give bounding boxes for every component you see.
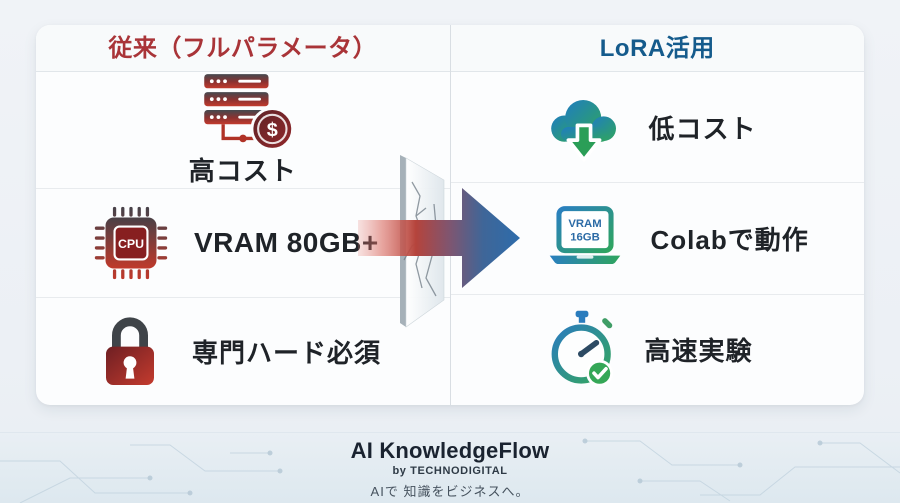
download-arrow [566, 123, 601, 162]
server-stack [203, 74, 269, 143]
keyhole [123, 356, 137, 370]
lock-shackle [112, 317, 148, 355]
lock-icon-svg [106, 317, 154, 386]
cloud-download-icon-svg [550, 100, 616, 162]
row-fast-experiments: 高速実験 [451, 295, 865, 405]
row-high-cost: $ 高コスト [36, 72, 450, 189]
svg-text:CPU: CPU [118, 237, 144, 251]
column-lora: LoRA活用 低 [450, 25, 865, 405]
keyhole-stem [125, 366, 135, 379]
stopwatch-crown [575, 310, 588, 318]
row-label-fast: 高速実験 [644, 336, 753, 367]
row-label-colab: Colabで動作 [650, 224, 809, 255]
row-label-hardware: 専門ハード必須 [192, 337, 382, 368]
comparison-card: 従来（フルパラメータ） [36, 25, 864, 405]
brand-title: AI KnowledgeFlow [350, 438, 550, 463]
footer-band: AI KnowledgeFlow by TECHNODIGITAL AIで 知識… [0, 432, 900, 503]
laptop-vram-icon-svg: VRAM 16GB [549, 206, 620, 265]
check-mark [591, 366, 608, 380]
cpu-chip-icon: CPU [94, 206, 168, 280]
stopwatch-center [577, 350, 584, 358]
svg-text:$: $ [267, 119, 278, 141]
cpu-pins [94, 206, 168, 279]
brand-tagline: AIで 知識をビジネスへ。 [370, 484, 530, 499]
svg-text:16GB: 16GB [570, 232, 600, 244]
column-title-lora: LoRA活用 [450, 25, 864, 72]
stopwatch-check-icon-svg [551, 310, 613, 387]
column-title-traditional: 従来（フルパラメータ） [36, 25, 450, 72]
row-label-vram: VRAM 80GB+ [194, 226, 379, 258]
row-label-low-cost: 低コスト [648, 113, 757, 144]
row-special-hardware: 専門ハード必須 [36, 298, 450, 406]
server-dollar-icon-svg: $ [203, 74, 294, 150]
dollar-coin: $ [250, 107, 294, 150]
row-low-cost: 低コスト [450, 72, 864, 184]
stopwatch-side-button [601, 317, 612, 329]
row-vram-requirement: CPU VRAM 80GB+ [36, 189, 450, 298]
laptop-screen [555, 206, 614, 254]
column-traditional: 従来（フルパラメータ） [36, 25, 450, 405]
footer-text: AI KnowledgeFlow by TECHNODIGITAL AIで 知識… [0, 433, 900, 503]
laptop-base [549, 256, 620, 265]
laptop-vram-icon: VRAM 16GB [543, 204, 627, 272]
cpu-inner [113, 225, 149, 261]
stopwatch-stem [578, 315, 585, 323]
server-dollar-icon: $ [191, 72, 295, 150]
cpu-chip-icon-svg: CPU [94, 206, 168, 279]
laptop-notch [576, 256, 593, 260]
circuit-pattern [0, 438, 900, 503]
row-colab: VRAM 16GB Colabで動作 [450, 183, 864, 295]
brand-byline: by TECHNODIGITAL [392, 465, 508, 477]
svg-text:VRAM: VRAM [568, 219, 601, 231]
lock-icon [94, 313, 166, 389]
cloud-download-icon [543, 90, 625, 164]
row-label-high-cost: 高コスト [188, 156, 297, 186]
stopwatch-check-icon [543, 310, 621, 390]
